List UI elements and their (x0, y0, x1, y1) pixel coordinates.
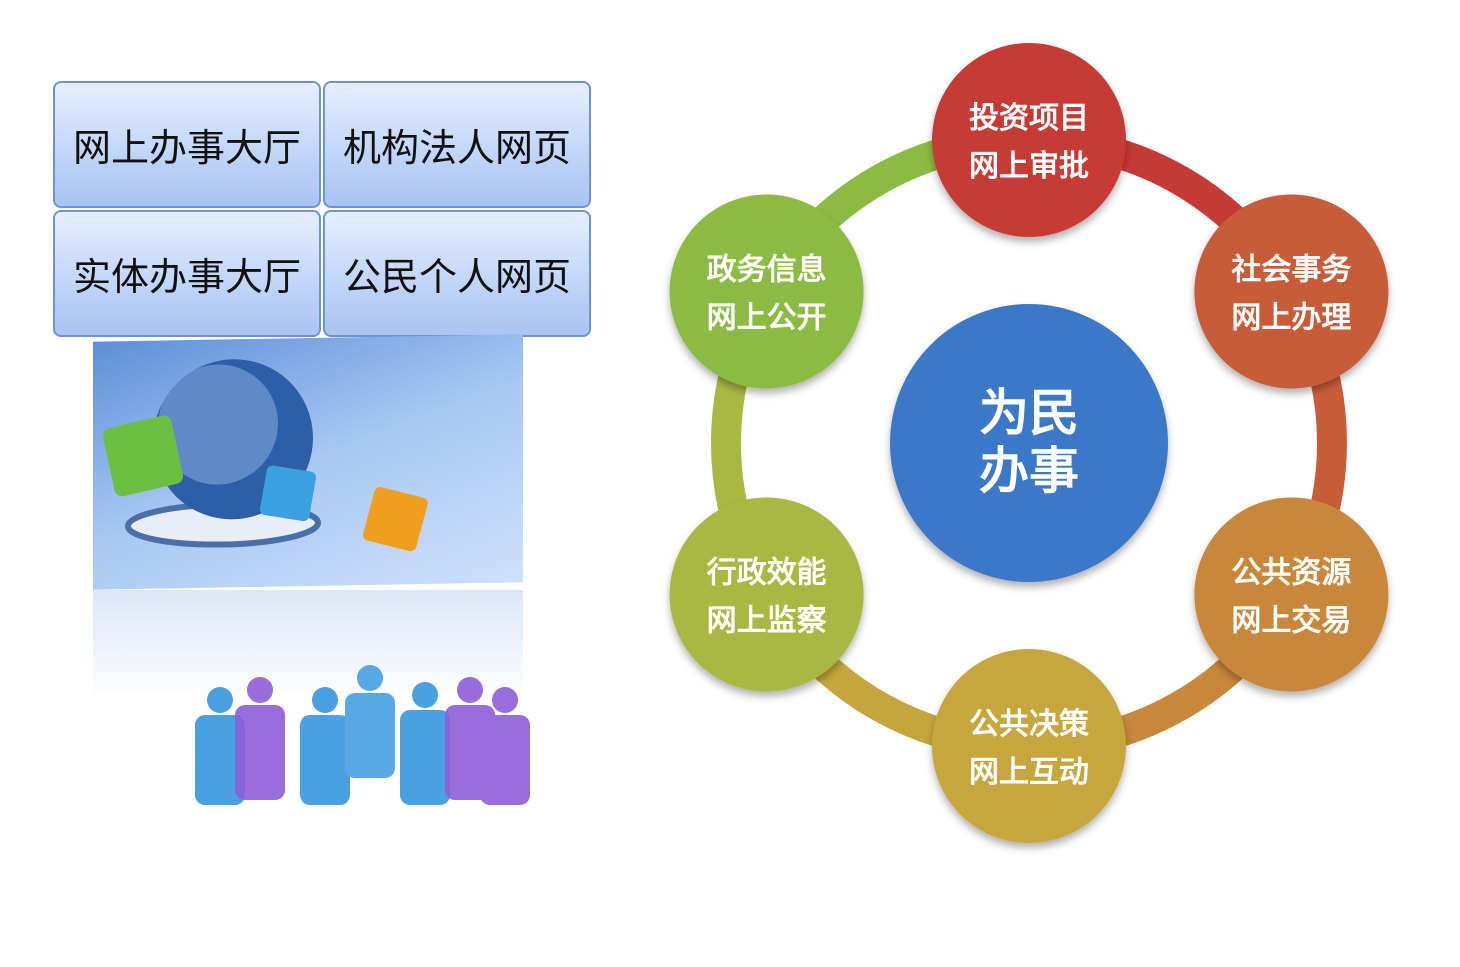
node-label: 公共资源 (1231, 556, 1351, 591)
node-label: 网上监察 (707, 604, 828, 639)
node-label: 投资项目 (969, 101, 1089, 136)
node-label: 网上公开 (707, 301, 827, 336)
node-label: 网上互动 (969, 755, 1089, 790)
globe-icon (102, 359, 428, 552)
people-group-icon (195, 665, 530, 805)
box-institution-page: 机构法人网页 (323, 81, 591, 208)
box-online-hall: 网上办事大厅 (53, 81, 321, 208)
node-label: 网上审批 (969, 149, 1089, 184)
node-circle (669, 194, 864, 389)
node-circle (932, 649, 1126, 843)
center-text-1: 为民 (979, 384, 1079, 442)
node-label: 行政效能 (706, 556, 827, 591)
panel-reflection (93, 590, 523, 700)
node-circle (932, 43, 1126, 237)
center-circle (890, 304, 1168, 582)
node-label: 政务信息 (707, 253, 827, 288)
box-physical-hall: 实体办事大厅 (53, 210, 321, 337)
center-text-2: 办事 (979, 442, 1079, 500)
node-circle (1194, 497, 1389, 692)
node-label: 公共决策 (969, 707, 1089, 742)
node-label: 网上交易 (1231, 604, 1351, 639)
node-label: 网上办理 (1231, 301, 1351, 336)
box-citizen-page: 公民个人网页 (323, 210, 591, 337)
node-circle (669, 497, 864, 692)
node-circle (1194, 194, 1389, 389)
node-label: 社会事务 (1231, 253, 1351, 288)
globe-illustration-panel (93, 334, 523, 590)
